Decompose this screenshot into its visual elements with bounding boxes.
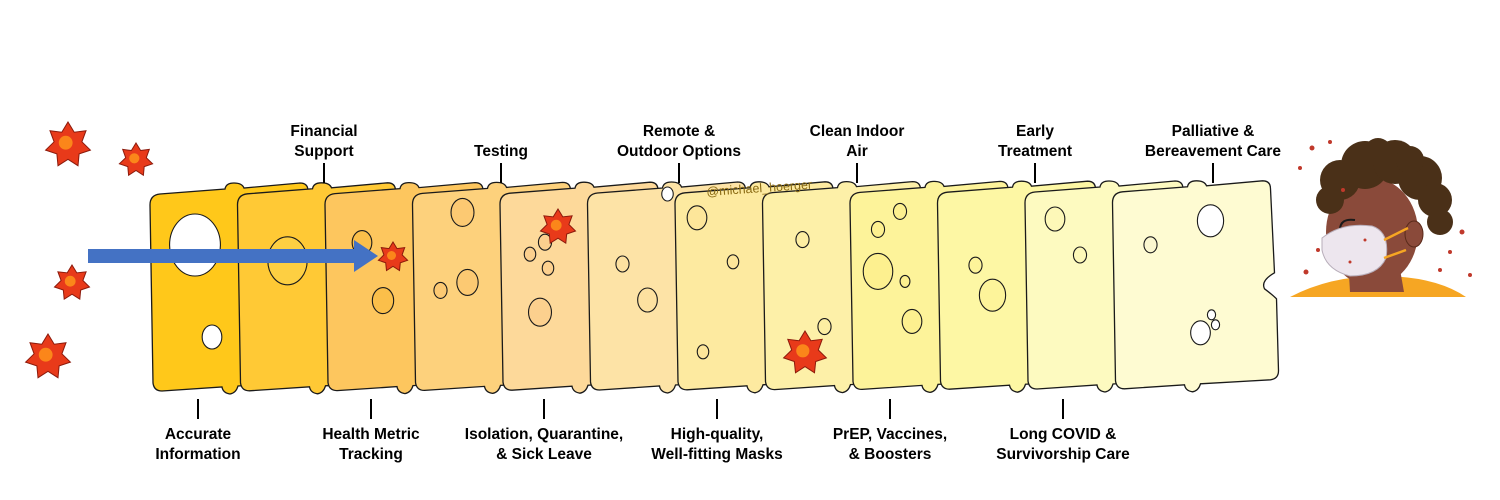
droplet (1468, 273, 1472, 277)
droplet (1298, 166, 1302, 170)
pathway-arrow-shape (88, 240, 378, 272)
cheese-hole (1143, 236, 1158, 254)
virus-core (129, 153, 140, 164)
droplet (1328, 140, 1332, 144)
hair-curl (1427, 209, 1453, 235)
virus-icon (44, 121, 92, 167)
cheese-hole (433, 281, 448, 299)
pathway-arrow (88, 240, 378, 272)
virus-core (38, 347, 53, 362)
cheese-hole (201, 324, 223, 350)
layer-label-health-metric-tracking: Health Metric Tracking (322, 426, 420, 463)
cheese-slices (149, 180, 1280, 395)
cheese-hole (901, 308, 923, 334)
cheese-hole (968, 256, 983, 274)
layer-label-prep-vaccines: PrEP, Vaccines, & Boosters (832, 426, 948, 463)
cheese-hole (1072, 246, 1088, 264)
cheese-hole (615, 255, 630, 273)
droplet (1348, 260, 1352, 264)
hair-curl (1364, 138, 1392, 166)
cheese-hole (817, 318, 832, 336)
hair-curl (1418, 183, 1452, 217)
mask-strap (1383, 226, 1409, 260)
layer-label-palliative-bereavement: Palliative & Bereavement Care (1144, 123, 1282, 160)
layer-label-financial-support: Financial Support (290, 123, 358, 160)
layer-label-masks: High-quality, Well-fitting Masks (651, 426, 783, 463)
cheese-hole (456, 268, 479, 296)
droplet (1438, 268, 1442, 272)
cheese-hole (527, 297, 553, 327)
virus-core (58, 135, 73, 150)
cheese-hole (1196, 204, 1225, 238)
cheese-hole (696, 344, 710, 360)
cheese-hole (686, 205, 708, 231)
hair-curl (1316, 186, 1344, 214)
virus-core (550, 219, 562, 231)
virus-icon (539, 208, 577, 245)
layer-label-accurate-information: Accurate Information (155, 426, 241, 463)
cheese-slice-body (1111, 180, 1280, 393)
layer-label-isolation-quarantine: Isolation, Quarantine, & Sick Leave (464, 426, 624, 463)
virus-core (387, 251, 396, 260)
virus-icon (782, 330, 828, 374)
virus-icon (377, 241, 409, 272)
droplet (1303, 269, 1309, 275)
cheese-hole (978, 278, 1007, 312)
cheese-hole (169, 213, 221, 277)
cheese-slice (1111, 180, 1280, 393)
hair-curl (1396, 146, 1424, 174)
droplet (1448, 250, 1452, 254)
virus-icon (118, 142, 154, 177)
label-ticks (197, 163, 1214, 419)
cheese-hole (870, 220, 886, 238)
droplet (1309, 145, 1315, 151)
cheese-hole (795, 231, 810, 249)
cheese-hole (541, 260, 555, 276)
layer-label-remote-outdoor: Remote & Outdoor Options (617, 123, 741, 160)
virus-core (64, 275, 76, 287)
cheese-hole (1206, 309, 1217, 321)
person-wearing-mask-icon (1290, 138, 1472, 297)
cheese-hole (899, 274, 911, 288)
cheese-hole (726, 254, 740, 270)
cheese-hole (1044, 206, 1066, 232)
layer-label-early-treatment: Early Treatment (997, 123, 1073, 160)
cheese-hole (661, 186, 674, 202)
virus-icons (24, 121, 828, 379)
layer-label-testing: Testing (474, 143, 528, 160)
cheese-hole (637, 287, 658, 313)
cheese-hole (1190, 320, 1211, 346)
face-mask (1321, 224, 1388, 277)
cheese-hole (862, 252, 894, 290)
cheese-hole (1210, 319, 1221, 331)
layer-label-clean-indoor-air: Clean Indoor Air (809, 123, 905, 160)
droplet (1341, 188, 1345, 192)
droplet (1363, 238, 1367, 242)
cheese-hole (892, 202, 908, 220)
virus-icon (53, 264, 91, 301)
cheese-hole (371, 287, 395, 315)
cheese-hole (523, 246, 537, 262)
droplet (1316, 248, 1320, 252)
ear (1404, 220, 1424, 248)
droplet (1459, 229, 1465, 235)
cheese-hole (450, 197, 475, 227)
virus-icon (24, 333, 72, 379)
layer-label-long-covid: Long COVID & Survivorship Care (996, 426, 1130, 463)
virus-core (796, 344, 810, 358)
